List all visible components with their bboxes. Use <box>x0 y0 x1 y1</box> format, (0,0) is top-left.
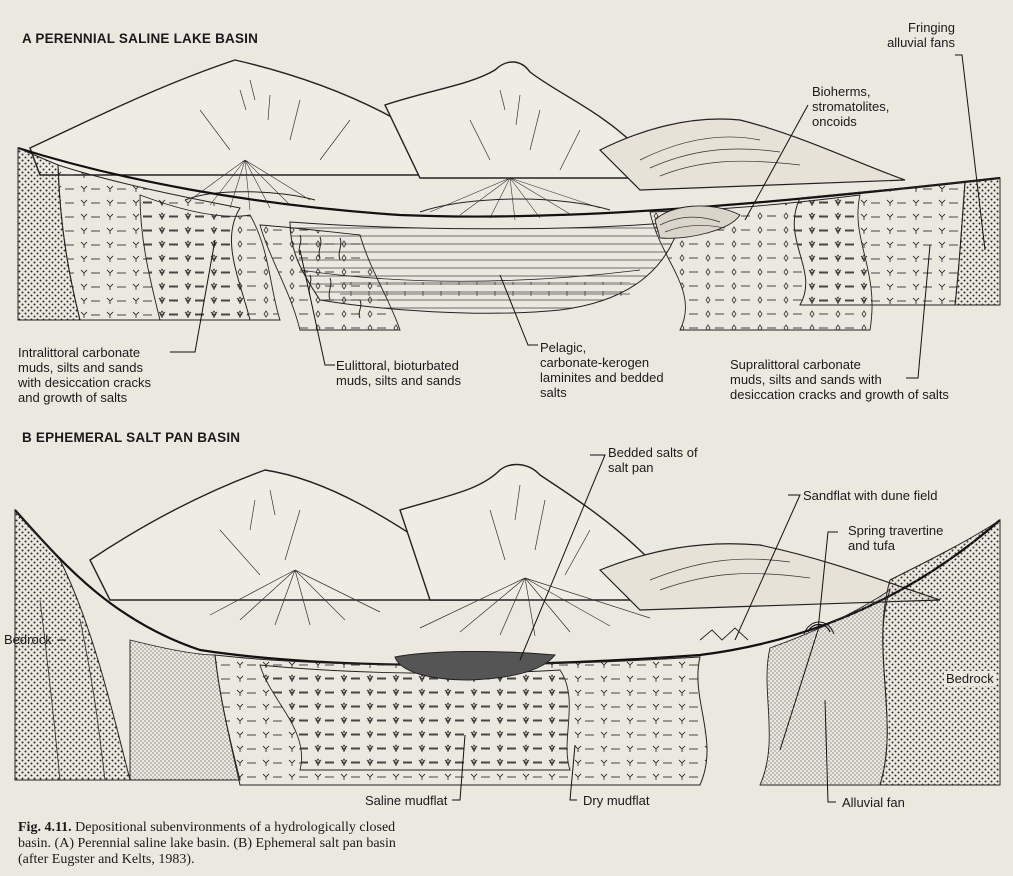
label-bedrock-left: Bedrock <box>4 632 52 647</box>
label-bedded-salts: Bedded salts of salt pan <box>608 445 698 475</box>
panel-b-artwork <box>15 465 1000 785</box>
label-eulittoral: Eulittoral, bioturbated muds, silts and … <box>336 358 461 388</box>
figure-number: Fig. 4.11. <box>18 820 72 835</box>
label-fringing-alluvial-fans: Fringing alluvial fans <box>860 20 955 50</box>
label-spring-travertine: Spring travertine and tufa <box>848 523 943 553</box>
label-bioherms: Bioherms, stromatolites, oncoids <box>812 84 889 129</box>
label-saline-mudflat: Saline mudflat <box>365 793 447 808</box>
mountain-right-strata <box>600 119 905 190</box>
bedrock-right-area <box>880 520 1000 785</box>
label-bedrock-right: Bedrock <box>944 671 996 686</box>
figure-caption: Fig. 4.11. Depositional subenvironments … <box>18 820 538 868</box>
label-dry-mudflat: Dry mudflat <box>583 793 649 808</box>
label-intralittoral: Intralittoral carbonate muds, silts and … <box>18 345 151 405</box>
label-pelagic: Pelagic, carbonate-kerogen laminites and… <box>540 340 664 400</box>
label-supralittoral: Supralittoral carbonate muds, silts and … <box>730 357 949 402</box>
caption-line-3: (after Eugster and Kelts, 1983). <box>18 852 195 867</box>
panel-a-title: A PERENNIAL SALINE LAKE BASIN <box>22 31 258 46</box>
label-sandflat: Sandflat with dune field <box>803 488 937 503</box>
label-alluvial-fan: Alluvial fan <box>842 795 905 810</box>
caption-line-1: Depositional subenvironments of a hydrol… <box>72 820 396 835</box>
panel-b-title: B EPHEMERAL SALT PAN BASIN <box>22 430 240 445</box>
caption-line-2: basin. (A) Perennial saline lake basin. … <box>18 836 396 851</box>
